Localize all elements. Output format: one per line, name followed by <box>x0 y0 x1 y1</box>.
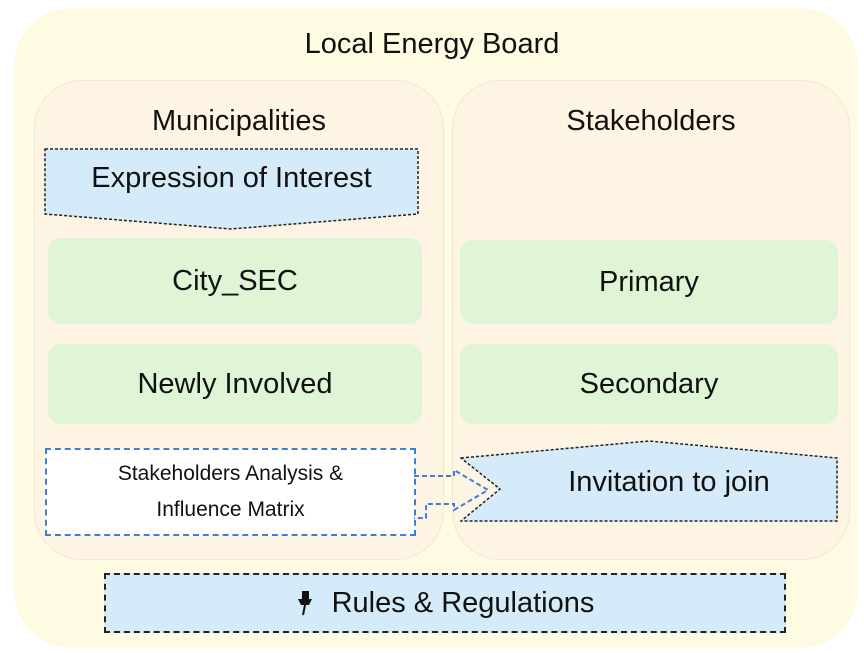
analysis-line-1: Stakeholders Analysis & <box>117 462 344 485</box>
municipalities-title: Municipalities <box>151 105 327 137</box>
city-sec-box: City_SEC <box>48 238 422 324</box>
invitation-label: Invitation to join <box>568 466 770 498</box>
chevron-shape <box>460 440 838 522</box>
stakeholders-title: Stakeholders <box>566 105 736 137</box>
primary-box: Primary <box>460 240 838 324</box>
invitation-to-join-box: Invitation to join <box>460 440 838 522</box>
newly-involved-box: Newly Involved <box>48 344 422 424</box>
connector-arrow-icon <box>414 468 490 519</box>
rules-label: Rules & Regulations <box>331 586 595 619</box>
secondary-box: Secondary <box>460 344 838 424</box>
pushpin-icon <box>297 591 312 616</box>
pentagon-down-shape <box>44 148 419 230</box>
board-title: Local Energy Board <box>304 28 560 60</box>
rules-and-regulations-box: Rules & Regulations <box>104 573 786 633</box>
expression-of-interest-box: Expression of Interest <box>44 148 419 230</box>
stakeholders-analysis-box: Stakeholders Analysis & Influence Matrix <box>45 448 416 536</box>
expression-of-interest-label: Expression of Interest <box>91 162 372 194</box>
analysis-line-2: Influence Matrix <box>156 498 305 521</box>
